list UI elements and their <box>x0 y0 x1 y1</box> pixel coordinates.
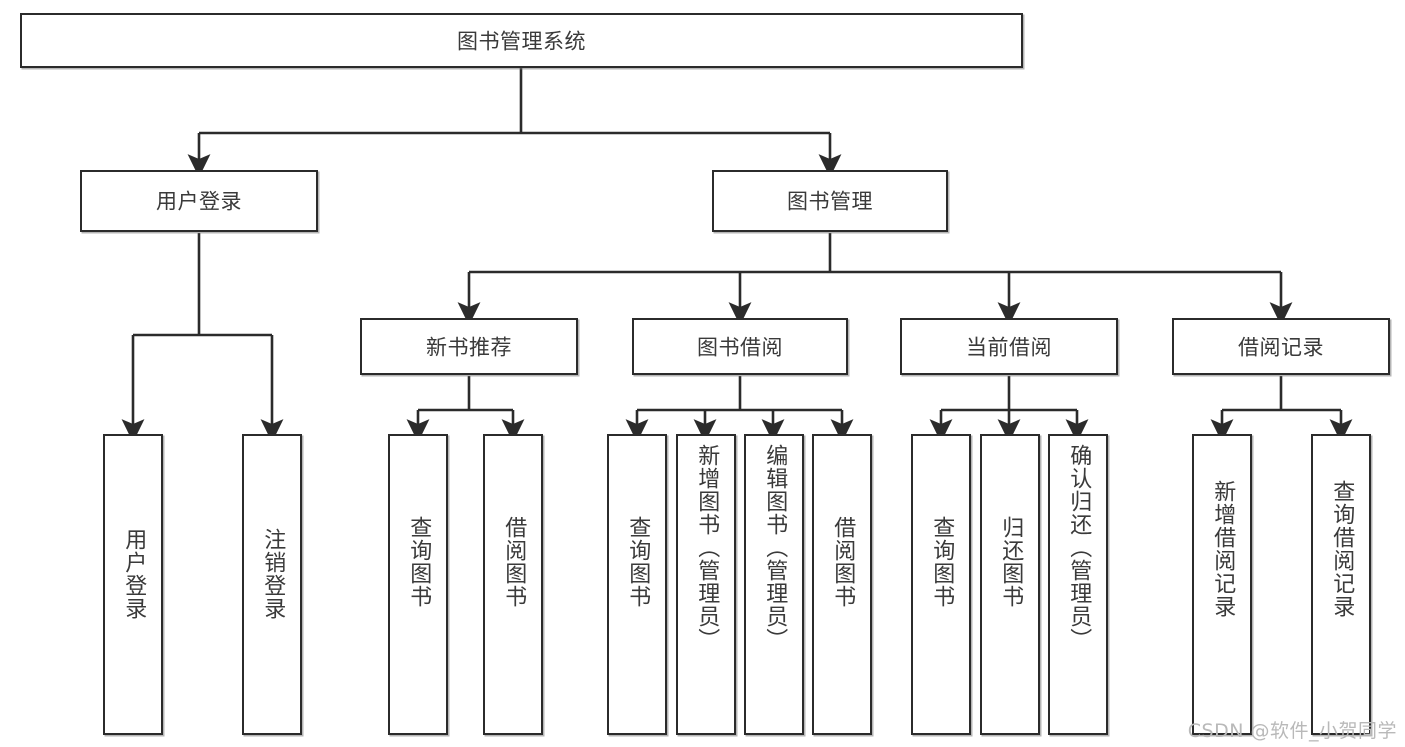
leaf-new-book-query-book[interactable]: 查询图书 <box>388 434 448 735</box>
leaf-current-return-book[interactable]: 归还图书 <box>980 434 1040 735</box>
leaf-new-book-borrow-book[interactable]: 借阅图书 <box>483 434 543 735</box>
node-label: 用户登录 <box>156 189 242 214</box>
leaf-record-query-borrow-record[interactable]: 查询借阅记录 <box>1311 434 1371 735</box>
leaf-borrow-edit-book-admin[interactable]: 编辑图书（管理员） <box>744 434 804 735</box>
node-user-login[interactable]: 用户登录 <box>80 170 318 232</box>
node-label: 新增借阅记录 <box>1210 480 1236 618</box>
node-label: 新增图书（管理员） <box>694 444 720 651</box>
node-label: 确认归还（管理员） <box>1066 444 1092 651</box>
csdn-watermark: CSDN @软件_小贺同学 <box>1187 720 1397 742</box>
node-label: 注销登录 <box>260 528 286 620</box>
node-label: 查询借阅记录 <box>1329 480 1355 618</box>
node-book-borrow[interactable]: 图书借阅 <box>632 318 848 375</box>
node-current-borrow[interactable]: 当前借阅 <box>900 318 1118 375</box>
node-label: 借阅记录 <box>1238 334 1324 359</box>
node-label: 图书管理 <box>787 189 873 214</box>
leaf-user-login-logout[interactable]: 注销登录 <box>242 434 302 735</box>
node-root-book-management-system[interactable]: 图书管理系统 <box>20 13 1023 68</box>
node-label: 用户登录 <box>121 528 147 620</box>
node-book-management[interactable]: 图书管理 <box>712 170 948 232</box>
leaf-borrow-add-book-admin[interactable]: 新增图书（管理员） <box>676 434 736 735</box>
leaf-borrow-borrow-book[interactable]: 借阅图书 <box>812 434 872 735</box>
node-label: 查询图书 <box>929 516 955 608</box>
leaf-user-login-login[interactable]: 用户登录 <box>103 434 163 735</box>
node-label: 图书借阅 <box>697 334 783 359</box>
node-new-book-recommend[interactable]: 新书推荐 <box>360 318 578 375</box>
node-label: 查询图书 <box>625 516 651 608</box>
node-label: 归还图书 <box>998 516 1024 608</box>
node-borrow-record[interactable]: 借阅记录 <box>1172 318 1390 375</box>
node-label: 编辑图书（管理员） <box>762 444 788 651</box>
node-label: 借阅图书 <box>501 516 527 608</box>
node-label: 当前借阅 <box>966 334 1052 359</box>
leaf-borrow-query-book[interactable]: 查询图书 <box>607 434 667 735</box>
node-label: 图书管理系统 <box>457 28 586 53</box>
node-label: 新书推荐 <box>426 334 512 359</box>
leaf-current-confirm-return-admin[interactable]: 确认归还（管理员） <box>1048 434 1108 735</box>
leaf-current-query-book[interactable]: 查询图书 <box>911 434 971 735</box>
leaf-record-add-borrow-record[interactable]: 新增借阅记录 <box>1192 434 1252 735</box>
node-label: 查询图书 <box>406 516 432 608</box>
node-label: 借阅图书 <box>830 516 856 608</box>
